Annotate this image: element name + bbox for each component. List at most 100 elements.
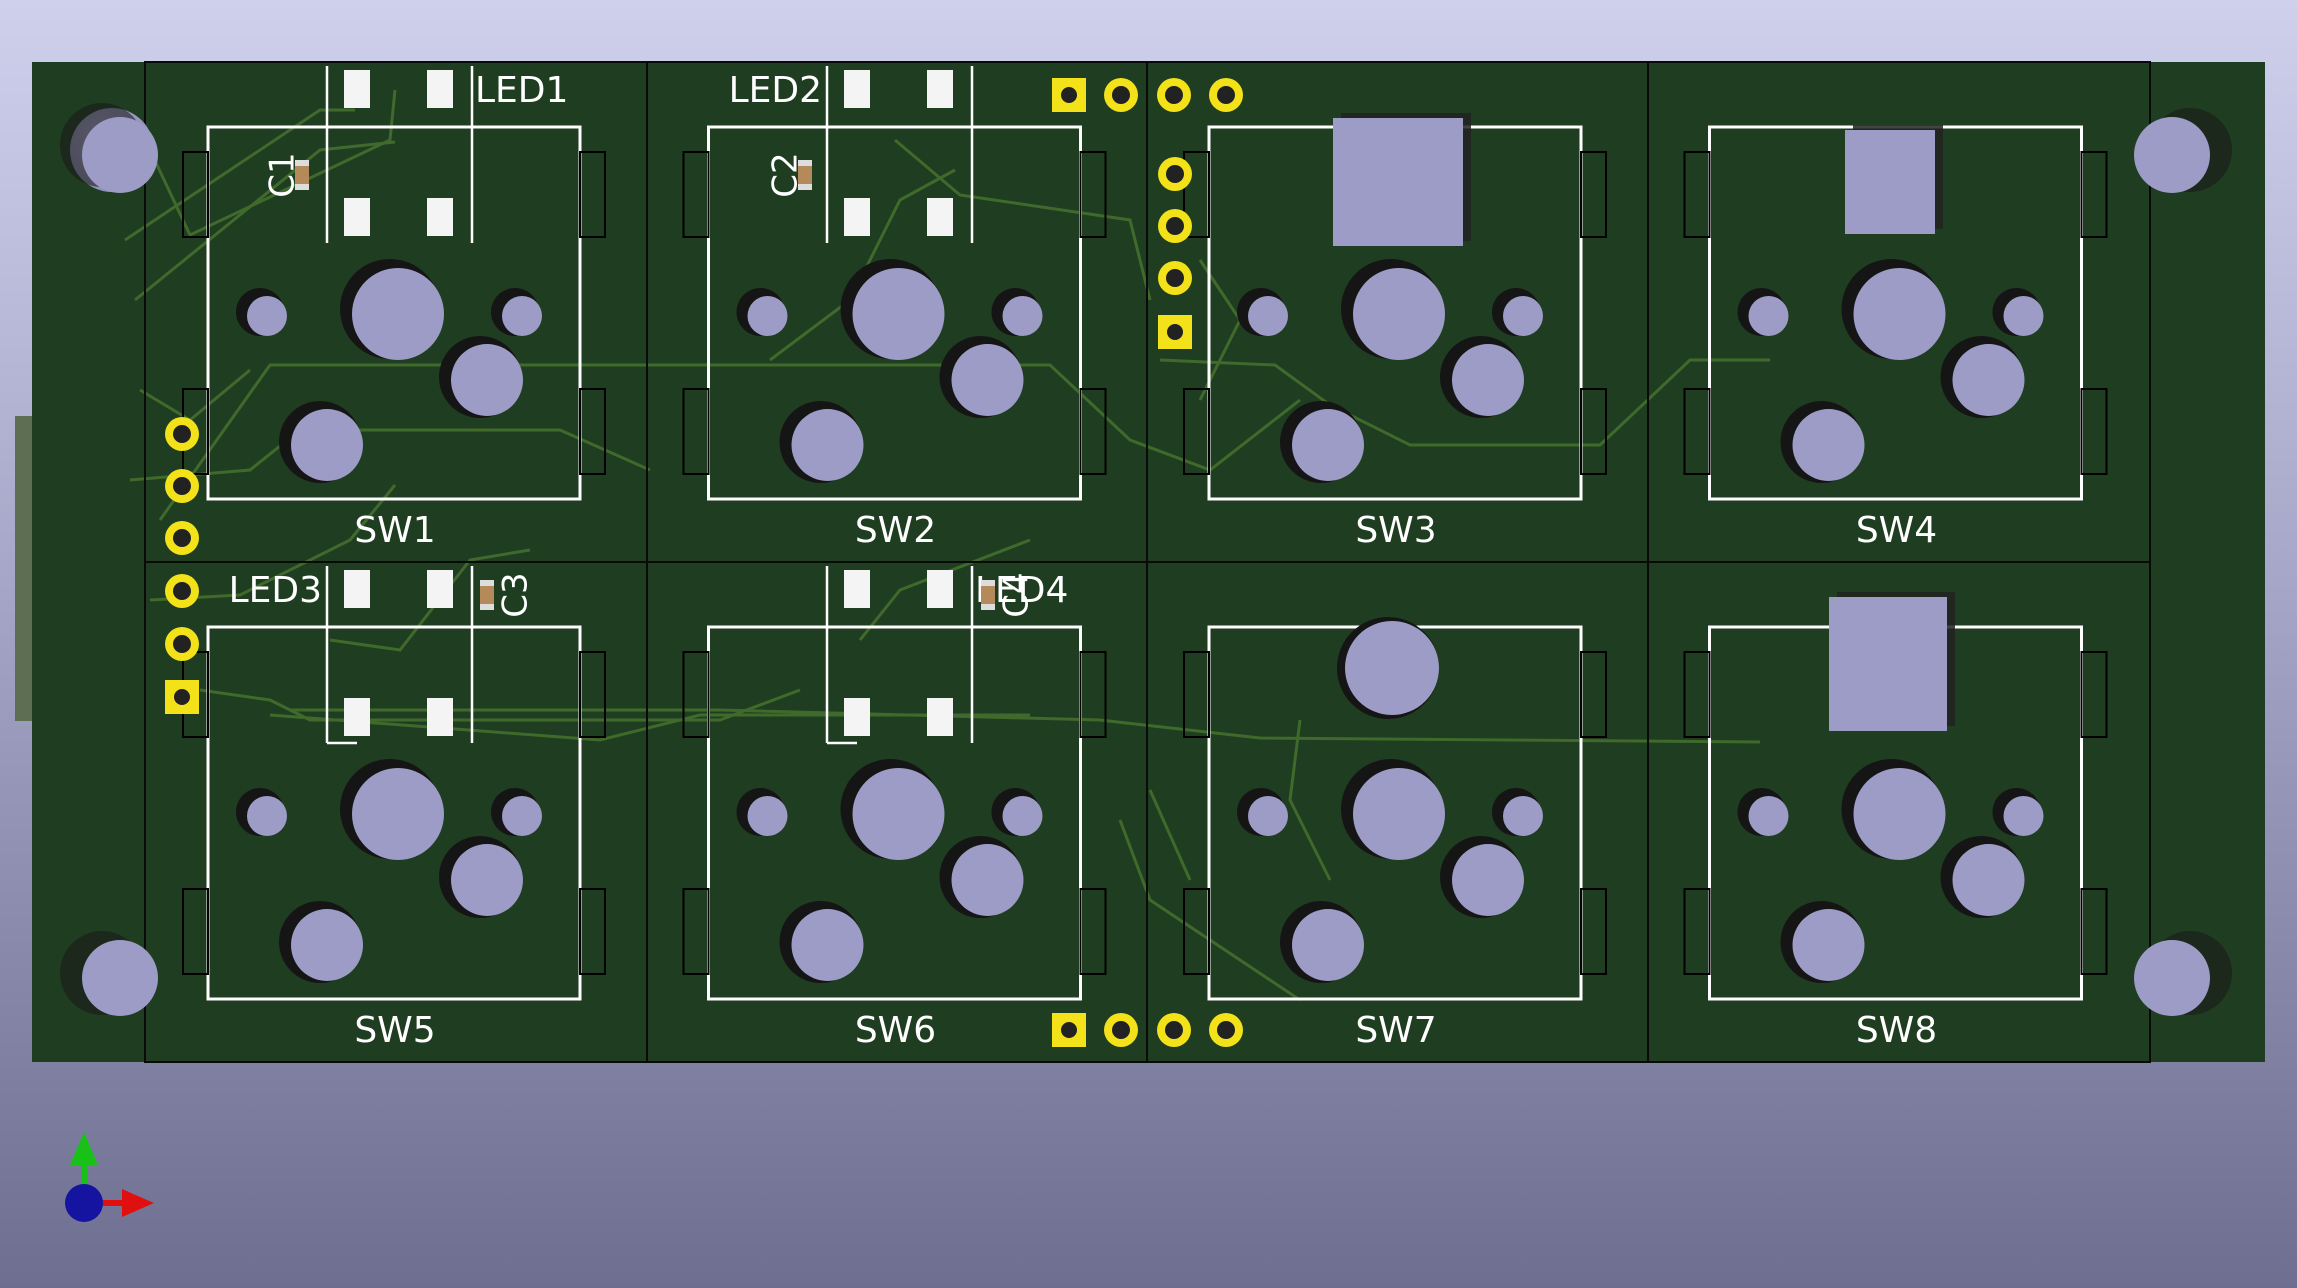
led-pad <box>344 570 370 608</box>
switch-center-hole <box>852 268 945 360</box>
switch-label: SW3 <box>1355 510 1436 551</box>
switch-notch <box>2080 888 2108 975</box>
switch-pin-hole <box>1452 344 1524 416</box>
led-label: LED3 <box>229 570 322 611</box>
switch-notch <box>682 388 710 475</box>
switch-label: SW6 <box>855 1010 936 1051</box>
switch-notch <box>579 888 606 975</box>
led-led2: LED2 <box>729 66 974 243</box>
switch-pin-hole <box>791 909 864 981</box>
switch-peg-hole <box>1002 796 1043 836</box>
switch-sw1[interactable]: SW1 <box>182 125 606 551</box>
switch-pin-hole <box>1792 409 1865 481</box>
switch-notch <box>2080 388 2108 475</box>
module-outlines <box>144 61 2151 1063</box>
capacitor-body <box>798 160 812 190</box>
switch-peg-hole <box>247 796 287 836</box>
switch-notch <box>1683 388 1711 475</box>
led-led3: LED3 <box>229 566 474 745</box>
switch-outline <box>206 625 582 1001</box>
led-pad <box>427 198 453 236</box>
switch-sw8[interactable]: SW8 <box>1683 625 2108 1051</box>
switch-peg-hole <box>747 296 788 336</box>
switch-peg-hole <box>502 296 542 336</box>
switch-peg-hole <box>1503 796 1543 836</box>
switch-notch <box>2080 651 2108 738</box>
switch-notch <box>1079 388 1107 475</box>
capacitor-c1: C1 <box>263 152 309 198</box>
switch-center-hole <box>1853 268 1946 360</box>
switch-pin-hole <box>451 344 523 416</box>
switch-pin-hole <box>1292 409 1364 481</box>
switch-center-hole <box>352 768 444 860</box>
switch-pin-hole <box>1452 844 1524 916</box>
led-pad <box>927 570 953 608</box>
led-label: LED1 <box>475 70 568 111</box>
switch-notch <box>1580 651 1607 738</box>
switch-notch <box>1183 651 1210 738</box>
led-pad <box>927 198 953 236</box>
switch-notch <box>2080 151 2108 238</box>
switch-sw6[interactable]: SW6 <box>682 625 1107 1051</box>
switch-notch <box>1580 888 1607 975</box>
capacitor-body <box>295 160 309 190</box>
x-axis-arrow <box>122 1189 154 1217</box>
led-pad <box>427 570 453 608</box>
capacitor-label: C4 <box>997 572 1037 617</box>
switch-notch <box>579 388 606 475</box>
switch-outline <box>206 125 582 501</box>
switch-label: SW1 <box>354 510 435 551</box>
switch-pin-hole <box>451 844 523 916</box>
z-axis-dot <box>65 1184 103 1222</box>
switch-notch <box>1683 888 1711 975</box>
led-label: LED2 <box>729 70 822 111</box>
switch-notch <box>579 151 606 238</box>
switch-outline <box>707 125 1082 501</box>
usb-connector <box>15 416 35 721</box>
switch-peg-hole <box>502 796 542 836</box>
capacitor-c4: C4 <box>981 572 1037 618</box>
switch-notch <box>1183 151 1210 238</box>
switch-label: SW2 <box>855 510 936 551</box>
capacitor-body <box>981 580 995 610</box>
switch-peg-hole <box>2003 796 2044 836</box>
led-led1: LED1 <box>325 66 568 243</box>
switch-notch <box>1079 888 1107 975</box>
switch-sw3[interactable]: SW3 <box>1183 125 1607 551</box>
switch-notch <box>1183 388 1210 475</box>
stabilizer-cutout <box>1829 592 1955 731</box>
switch-notch <box>1683 651 1711 738</box>
switch-notch <box>682 151 710 238</box>
led-pad <box>927 70 953 108</box>
switch-pin-hole <box>1952 844 2025 916</box>
switch-pin-hole <box>1292 909 1364 981</box>
led-pad <box>844 198 870 236</box>
switch-sw4[interactable]: SW4 <box>1683 125 2108 551</box>
switch-notch <box>1079 651 1107 738</box>
capacitor-label: C2 <box>766 152 806 197</box>
switch-notch <box>579 651 606 738</box>
switch-peg-hole <box>1503 296 1543 336</box>
switch-sw2[interactable]: SW2 <box>682 125 1107 551</box>
led-pad <box>844 70 870 108</box>
mounting-holes <box>60 103 2232 1016</box>
switch-pin-hole <box>951 344 1024 416</box>
switch-label: SW4 <box>1856 510 1937 551</box>
switch-label: SW8 <box>1856 1010 1937 1051</box>
axis-gizmo <box>65 1132 154 1222</box>
capacitor-c2: C2 <box>766 152 812 198</box>
led-pad <box>344 70 370 108</box>
switch-sw5[interactable]: SW5 <box>182 625 606 1051</box>
switch-notch <box>682 651 710 738</box>
switch-peg-hole <box>747 796 788 836</box>
switch-pin-hole <box>291 909 363 981</box>
switch-peg-hole <box>2003 296 2044 336</box>
capacitor-label: C1 <box>263 152 303 197</box>
switch-label: SW7 <box>1355 1010 1436 1051</box>
switch-pin-hole <box>791 409 864 481</box>
switch-pin-hole <box>1952 344 2025 416</box>
led-pad <box>844 570 870 608</box>
stabilizer-cutout <box>1333 113 1471 246</box>
switch-notch <box>182 151 209 238</box>
